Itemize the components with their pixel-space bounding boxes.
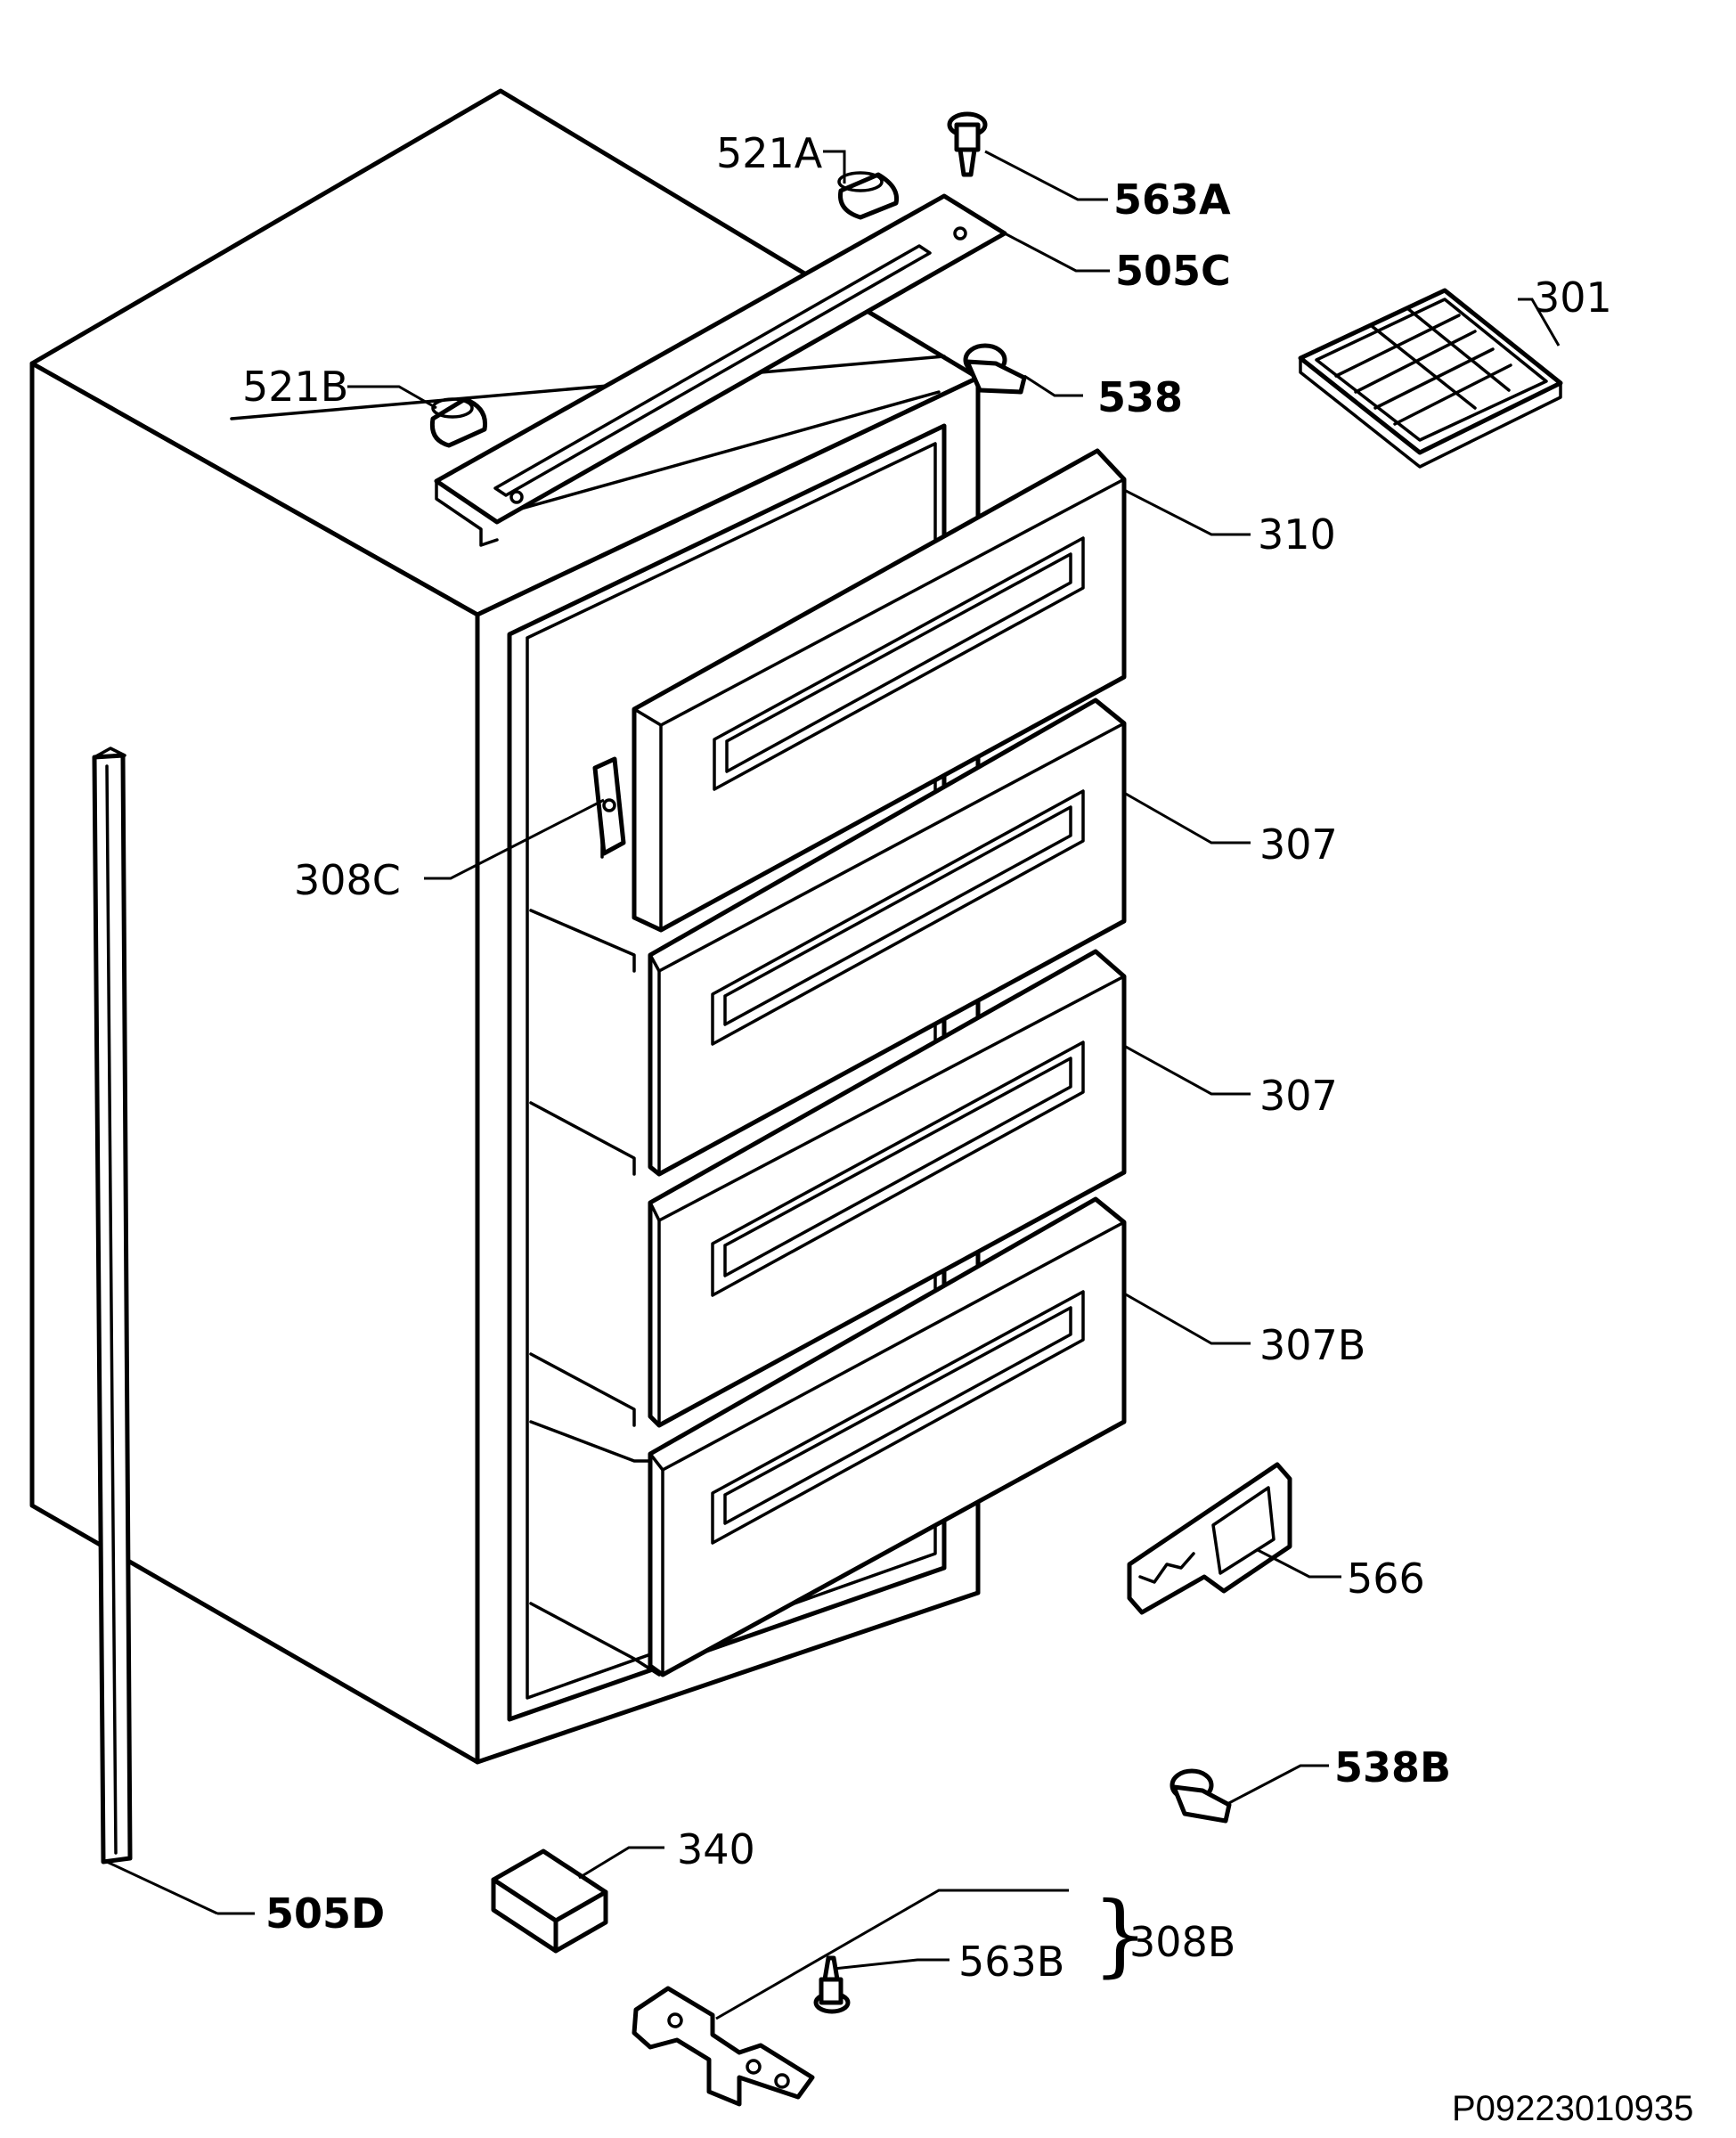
hinge-cap-538b — [1170, 1768, 1232, 1824]
leader-lines — [217, 150, 1561, 2020]
cover-521b — [429, 396, 488, 448]
callout-566: 566 — [1347, 1555, 1425, 1603]
block-340 — [491, 1848, 608, 1954]
scraper-566 — [1127, 1462, 1292, 1615]
drawer-310 — [632, 448, 1127, 933]
drawer-307b — [529, 1196, 1127, 1677]
callout-308c: 308C — [294, 856, 401, 904]
callout-308b: 308B — [1129, 1918, 1235, 1966]
drawer-307-lower — [529, 949, 1127, 1428]
callout-301: 301 — [1534, 273, 1612, 322]
callout-505c: 505C — [1115, 247, 1231, 295]
callout-563b: 563B — [958, 1938, 1064, 1986]
callout-labels: 521A 563A 505C 301 521B 538 310 307 308C… — [242, 129, 1693, 2128]
callout-563a: 563A — [1113, 175, 1231, 224]
document-number: P09223010935 — [1452, 2089, 1693, 2128]
cover-521a — [837, 171, 900, 220]
door-gasket-505d — [92, 747, 218, 1915]
callout-505d: 505D — [265, 1889, 385, 1938]
callout-307-upper: 307 — [1259, 820, 1338, 869]
callout-340: 340 — [677, 1825, 755, 1873]
ice-tray-301 — [1298, 288, 1563, 469]
hinge-308b — [632, 1986, 815, 2107]
hinge-bracket-308c — [592, 756, 626, 859]
callout-538: 538 — [1097, 373, 1183, 421]
pin-563a — [947, 111, 988, 177]
callout-521a: 521A — [716, 129, 823, 177]
group-brace: } — [1092, 1882, 1149, 1987]
callout-307-lower: 307 — [1259, 1072, 1338, 1120]
hinge-cap-538 — [963, 343, 1027, 395]
pin-563b — [813, 1955, 851, 2014]
callout-521b: 521B — [242, 363, 348, 411]
callout-310: 310 — [1258, 510, 1336, 559]
callout-538b: 538B — [1334, 1743, 1451, 1791]
callout-307b: 307B — [1259, 1321, 1365, 1369]
drawer-307-upper — [529, 698, 1127, 1177]
